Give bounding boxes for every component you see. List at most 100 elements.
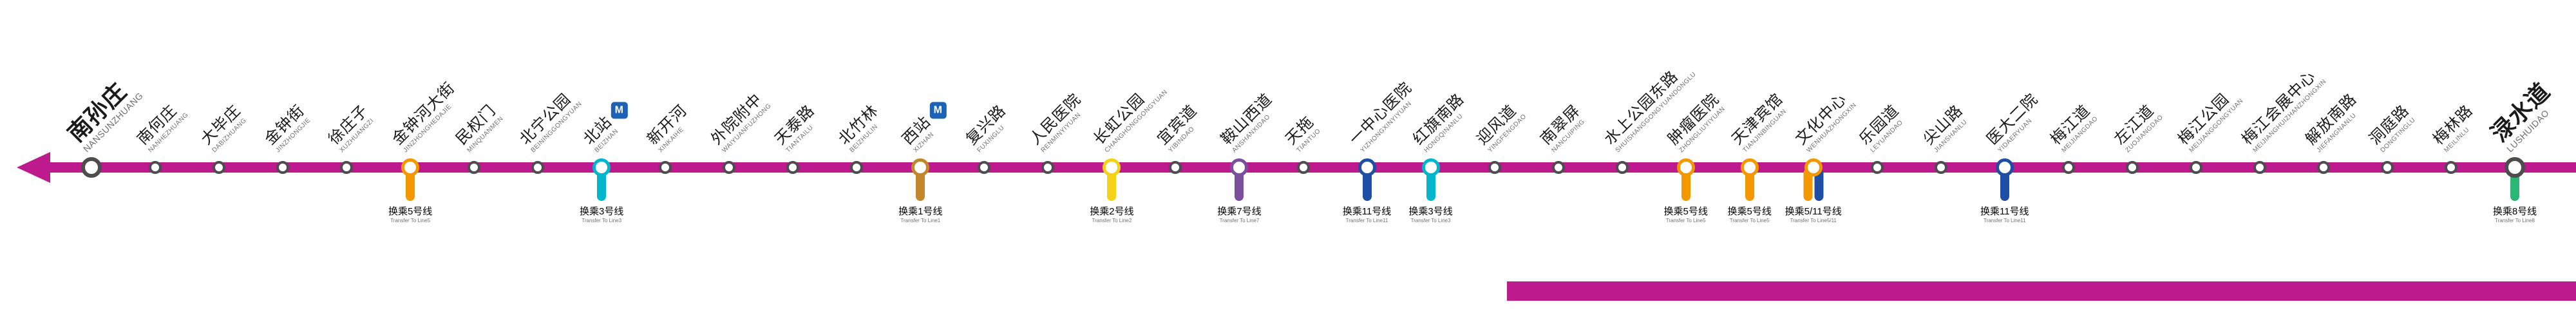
station-circle xyxy=(1103,158,1121,176)
station-circle xyxy=(1676,158,1695,176)
station-circle xyxy=(1296,161,1310,174)
transfer-label-en: Transfer To Line5 xyxy=(1729,218,1770,223)
station-circle xyxy=(911,158,930,176)
transfer-line-bar-segment xyxy=(1745,169,1754,201)
transfer-line-bar xyxy=(2000,169,2009,201)
transfer-line-bar-segment xyxy=(597,169,607,201)
transfer-line-bar xyxy=(1235,169,1244,201)
station-circle xyxy=(2253,161,2266,174)
transfer-label-cn: 换乘3号线 xyxy=(1408,206,1453,217)
transfer-label-en: Transfer To Line3 xyxy=(582,218,622,223)
station-circle xyxy=(850,161,864,174)
transfer-label-cn: 换乘2号线 xyxy=(1090,206,1134,217)
station-circle xyxy=(340,161,354,174)
station-circle xyxy=(213,161,226,174)
transfer-line-bar xyxy=(916,169,925,201)
transfer-label-en: Transfer To Line1 xyxy=(900,218,941,223)
transfer-label-en: Transfer To Line5 xyxy=(1665,218,1706,223)
transfer-line-bar-segment xyxy=(1681,169,1690,201)
transfer-line-bar-segment xyxy=(1426,169,1435,201)
station-circle xyxy=(1615,161,1629,174)
transfer-label-cn: 换乘5号线 xyxy=(1663,206,1708,217)
transfer-label-cn: 换乘5/11号线 xyxy=(1785,206,1842,217)
station-name: 长虹公园 xyxy=(1090,90,1149,149)
station-circle xyxy=(786,161,800,174)
railway-station-logo-icon: M xyxy=(929,102,947,119)
transfer-label-cn: 换乘5号线 xyxy=(1727,206,1772,217)
station-circle xyxy=(276,161,290,174)
station-circle xyxy=(1995,158,2014,176)
transfer-label-cn: 换乘8号线 xyxy=(2492,206,2537,217)
railway-station-logo-icon: M xyxy=(611,102,628,119)
transfer-label-en: Transfer To Line8 xyxy=(2495,218,2535,223)
station-circle xyxy=(1358,158,1376,176)
station-circle xyxy=(2316,161,2330,174)
station-circle xyxy=(149,161,162,174)
station-circle xyxy=(659,161,672,174)
transfer-line-bar xyxy=(597,169,607,201)
transfer-label-cn: 换乘11号线 xyxy=(1342,206,1392,217)
transfer-line-bar xyxy=(1681,169,1690,201)
transfer-line-bar-segment xyxy=(2000,169,2009,201)
station-circle xyxy=(2380,161,2394,174)
transfer-label-en: Transfer To Line11 xyxy=(1983,218,2026,223)
transfer-label-en: Transfer To Line2 xyxy=(1092,218,1132,223)
station-circle xyxy=(1230,158,1249,176)
station-circle xyxy=(978,161,991,174)
footer-bar xyxy=(1507,281,2576,301)
station-circle xyxy=(1169,161,1182,174)
transfer-label-cn: 换乘3号线 xyxy=(580,206,624,217)
transfer-line-bar xyxy=(1107,169,1117,201)
transfer-label-cn: 换乘7号线 xyxy=(1217,206,1262,217)
transfer-line-bar xyxy=(1745,169,1754,201)
transfer-label-cn: 换乘1号线 xyxy=(898,206,943,217)
station-circle xyxy=(1041,161,1055,174)
station-circle xyxy=(2189,161,2202,174)
transfer-line-bar-segment xyxy=(406,169,415,201)
station-circle xyxy=(81,157,102,178)
transfer-line-bar-segment xyxy=(1803,169,1813,201)
transfer-line-bar xyxy=(1803,169,1824,201)
station-circle xyxy=(1740,158,1759,176)
transfer-line-bar xyxy=(1362,169,1372,201)
station-circle xyxy=(2505,157,2525,178)
transfer-label-cn: 换乘11号线 xyxy=(1980,206,2029,217)
station-circle xyxy=(2125,161,2139,174)
transfer-line-bar xyxy=(406,169,415,201)
transfer-line-bar-segment xyxy=(1235,169,1244,201)
transfer-line-bar-segment xyxy=(1107,169,1117,201)
transfer-label-en: Transfer To Line5/11 xyxy=(1790,218,1837,223)
transfer-label-cn: 换乘5号线 xyxy=(388,206,433,217)
station-circle xyxy=(401,158,420,176)
station-circle xyxy=(1934,161,1947,174)
transfer-line-bar-segment xyxy=(916,169,925,201)
transfer-label-en: Transfer To Line11 xyxy=(1345,218,1388,223)
station-circle xyxy=(1551,161,1565,174)
transfer-line-bar xyxy=(1426,169,1435,201)
station-circle xyxy=(723,161,736,174)
station-circle xyxy=(2061,161,2075,174)
station-circle xyxy=(592,158,611,176)
transfer-line-bar-segment xyxy=(1814,169,1824,201)
station-circle xyxy=(531,161,545,174)
station-circle xyxy=(1804,158,1823,176)
transfer-label-en: Transfer To Line3 xyxy=(1410,218,1451,223)
transfer-label-en: Transfer To Line5 xyxy=(390,218,431,223)
station-circle xyxy=(1870,161,1884,174)
station-circle xyxy=(1488,161,1501,174)
direction-arrow-icon xyxy=(17,152,50,183)
station-circle xyxy=(1421,158,1440,176)
